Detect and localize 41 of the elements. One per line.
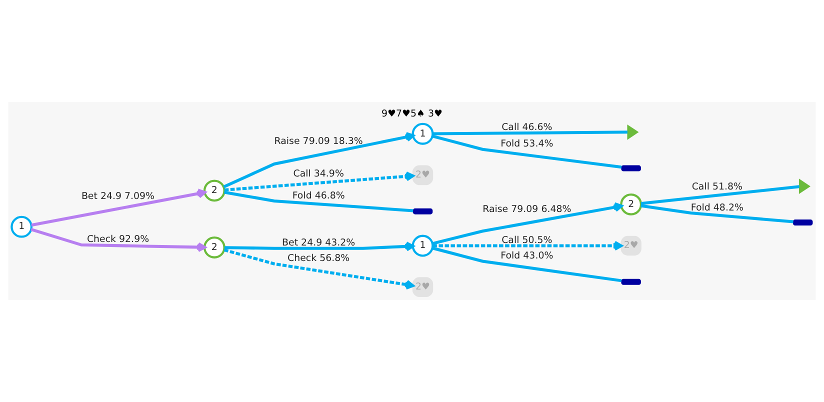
node-bar (621, 165, 641, 172)
node-circle: 1 (412, 234, 434, 257)
edge-label: Fold 43.0% (500, 250, 554, 262)
edge-label: Raise 79.09 6.48% (482, 204, 572, 216)
arrow (224, 248, 414, 290)
connector (432, 246, 622, 282)
arrow (30, 228, 206, 252)
node-bar (621, 278, 641, 285)
edge-label: Check 56.8% (288, 253, 350, 264)
edge-label: Fold 53.4% (500, 138, 554, 150)
edge-label: Fold 48.2% (690, 202, 744, 214)
arrow (223, 132, 414, 188)
node-bar (792, 220, 813, 226)
node-circle: 1 (10, 216, 33, 238)
edge-label: Check 92.9% (86, 234, 150, 246)
edge-label: Call 34.9% (293, 168, 344, 180)
connector (432, 130, 628, 136)
edge-label: Bet 24.9 43.2% (282, 238, 356, 249)
edge-label: Bet 24.9 7.09% (81, 191, 155, 202)
diagram-title: 9♥7♥5♠ 3♥ (382, 108, 442, 120)
arrow (224, 242, 414, 252)
edge-label: Call 50.5% (502, 235, 552, 246)
arrow (31, 188, 206, 227)
arrow (432, 202, 623, 245)
node-circle: 2 (620, 193, 642, 216)
connector (640, 185, 800, 205)
edge-label: Call 51.8% (692, 182, 743, 193)
node-circle: 2 (203, 180, 226, 202)
arrow (432, 240, 622, 251)
node-arrow (798, 178, 810, 194)
node-circle: 2 (203, 236, 226, 258)
edge-label: Call 46.6% (502, 122, 552, 134)
connector (640, 204, 794, 224)
node-arrow (627, 124, 639, 140)
edge-label: Fold 46.8% (292, 190, 345, 202)
node-circle: 1 (412, 122, 434, 145)
connector (224, 190, 414, 212)
arrow (224, 171, 414, 192)
edge-label: Raise 79.09 18.3% (274, 136, 363, 148)
node-bar (412, 208, 433, 214)
connector (432, 134, 622, 169)
